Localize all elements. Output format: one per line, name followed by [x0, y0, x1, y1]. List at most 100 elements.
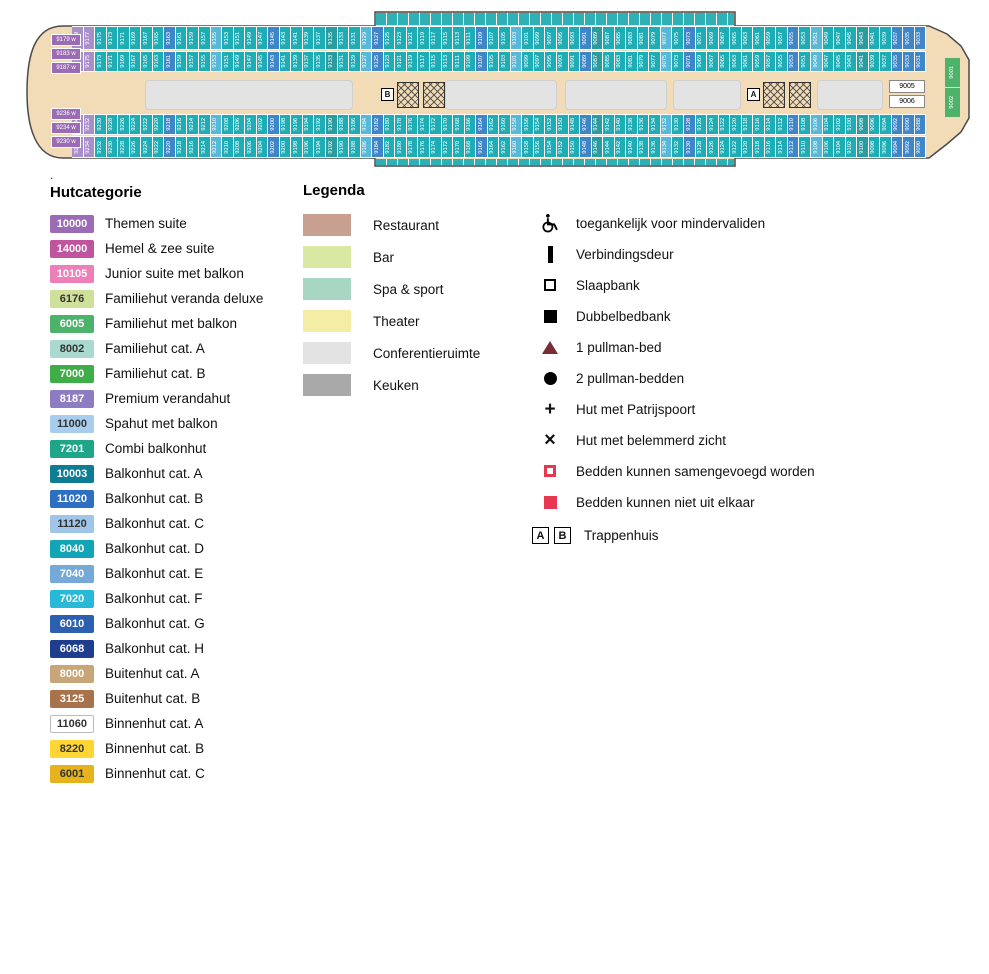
- cabin-9160[interactable]: 9160: [510, 136, 523, 158]
- cabin-9112[interactable]: 9112: [776, 114, 788, 135]
- cabin-9192[interactable]: 9192: [314, 114, 327, 135]
- cabin-9216[interactable]: 9216: [175, 114, 188, 135]
- category-code-badge[interactable]: 14000: [50, 239, 94, 258]
- cabin-9081[interactable]: 9081: [637, 26, 650, 50]
- cabin-9210[interactable]: 9210: [222, 136, 234, 158]
- cabin-9196[interactable]: 9196: [291, 114, 303, 135]
- cabin-9177[interactable]: 9177: [83, 26, 96, 50]
- cabin-9005[interactable]: 9005: [889, 80, 925, 93]
- cabin-9091[interactable]: 9091: [568, 51, 581, 72]
- cabin-9114[interactable]: 9114: [776, 136, 788, 158]
- cabin-9169[interactable]: 9169: [118, 51, 130, 72]
- cabin-9186[interactable]: 9186: [360, 136, 373, 158]
- cabin-9172[interactable]: 9172: [441, 136, 454, 158]
- suite-cabin-9183w[interactable]: 9183 w: [51, 48, 81, 60]
- cabin-9140[interactable]: 9140: [614, 114, 627, 135]
- cabin-9073[interactable]: 9073: [672, 51, 684, 72]
- cabin-9059[interactable]: 9059: [764, 26, 777, 50]
- cabin-9188[interactable]: 9188: [349, 136, 361, 158]
- cabin-9061[interactable]: 9061: [753, 26, 765, 50]
- cabin-9156[interactable]: 9156: [522, 114, 534, 135]
- cabin-9104[interactable]: 9104: [822, 114, 835, 135]
- cabin-9059[interactable]: 9059: [753, 51, 765, 72]
- cabin-9130[interactable]: 9130: [683, 136, 696, 158]
- cabin-9113[interactable]: 9113: [453, 26, 465, 50]
- category-code-badge[interactable]: 7020: [50, 589, 94, 608]
- cabin-9098[interactable]: 9098: [857, 114, 869, 135]
- cabin-9031[interactable]: 9031: [914, 51, 927, 72]
- cabin-9006[interactable]: 9006: [889, 95, 925, 108]
- cabin-9170[interactable]: 9170: [441, 114, 454, 135]
- cabin-9162[interactable]: 9162: [487, 114, 500, 135]
- cabin-9049[interactable]: 9049: [811, 51, 823, 72]
- cabin-9152[interactable]: 9152: [545, 114, 557, 135]
- cabin-9129[interactable]: 9129: [349, 51, 361, 72]
- cabin-9175[interactable]: 9175: [95, 26, 107, 50]
- cabin-9094[interactable]: 9094: [880, 114, 892, 135]
- category-code-badge[interactable]: 11000: [50, 414, 94, 433]
- cabin-9226[interactable]: 9226: [118, 114, 130, 135]
- cabin-9141[interactable]: 9141: [279, 51, 292, 72]
- cabin-9160[interactable]: 9160: [499, 114, 511, 135]
- cabin-9075[interactable]: 9075: [672, 26, 684, 50]
- cabin-9135[interactable]: 9135: [326, 26, 338, 50]
- cabin-9125[interactable]: 9125: [372, 51, 384, 72]
- cabin-9180[interactable]: 9180: [395, 136, 407, 158]
- cabin-9162[interactable]: 9162: [499, 136, 511, 158]
- category-code-badge[interactable]: 8000: [50, 664, 94, 683]
- cabin-9186[interactable]: 9186: [349, 114, 361, 135]
- cabin-9171[interactable]: 9171: [118, 26, 130, 50]
- cabin-9100[interactable]: 9100: [857, 136, 869, 158]
- cabin-9216[interactable]: 9216: [187, 136, 200, 158]
- cabin-9145[interactable]: 9145: [256, 51, 269, 72]
- cabin-9126[interactable]: 9126: [707, 136, 719, 158]
- cabin-9112[interactable]: 9112: [787, 136, 800, 158]
- cabin-9158[interactable]: 9158: [522, 136, 534, 158]
- cabin-9111[interactable]: 9111: [453, 51, 465, 72]
- cabin-9173[interactable]: 9173: [95, 51, 107, 72]
- cabin-9110[interactable]: 9110: [787, 114, 800, 135]
- cabin-9109[interactable]: 9109: [476, 26, 488, 50]
- cabin-9153[interactable]: 9153: [222, 26, 234, 50]
- cabin-9153[interactable]: 9153: [210, 51, 223, 72]
- cabin-9092[interactable]: 9092: [891, 114, 904, 135]
- category-code-badge[interactable]: 6001: [50, 764, 94, 783]
- cabin-9144[interactable]: 9144: [591, 114, 604, 135]
- cabin-9051[interactable]: 9051: [811, 26, 823, 50]
- cabin-9168[interactable]: 9168: [453, 114, 465, 135]
- cabin-9095[interactable]: 9095: [556, 26, 569, 50]
- cabin-9198[interactable]: 9198: [279, 114, 292, 135]
- category-code-badge[interactable]: 10105: [50, 264, 94, 283]
- cabin-9116[interactable]: 9116: [753, 114, 765, 135]
- cabin-9111[interactable]: 9111: [464, 26, 477, 50]
- cabin-9079[interactable]: 9079: [637, 51, 650, 72]
- cabin-9167[interactable]: 9167: [129, 51, 142, 72]
- cabin-9148[interactable]: 9148: [580, 136, 592, 158]
- cabin-9230[interactable]: 9230: [95, 114, 107, 135]
- cabin-9157[interactable]: 9157: [199, 26, 211, 50]
- category-code-badge[interactable]: 6010: [50, 614, 94, 633]
- cabin-9137[interactable]: 9137: [302, 51, 315, 72]
- cabin-9165[interactable]: 9165: [152, 26, 165, 50]
- cabin-9234[interactable]: 9234: [83, 136, 96, 158]
- cabin-9099[interactable]: 9099: [522, 51, 534, 72]
- cabin-9138[interactable]: 9138: [626, 114, 638, 135]
- cabin-9103[interactable]: 9103: [510, 26, 523, 50]
- cabin-9134[interactable]: 9134: [649, 114, 661, 135]
- cabin-9043[interactable]: 9043: [857, 26, 869, 50]
- cabin-9206[interactable]: 9206: [245, 136, 257, 158]
- cabin-9102[interactable]: 9102: [834, 114, 846, 135]
- cabin-9105[interactable]: 9105: [487, 51, 500, 72]
- cabin-9094[interactable]: 9094: [891, 136, 904, 158]
- cabin-9128[interactable]: 9128: [683, 114, 696, 135]
- cabin-9156[interactable]: 9156: [533, 136, 546, 158]
- cabin-9110[interactable]: 9110: [799, 136, 811, 158]
- cabin-9142[interactable]: 9142: [603, 114, 615, 135]
- cabin-9222[interactable]: 9222: [152, 136, 165, 158]
- cabin-9226[interactable]: 9226: [129, 136, 142, 158]
- cabin-9103[interactable]: 9103: [499, 51, 511, 72]
- cabin-9146[interactable]: 9146: [591, 136, 604, 158]
- cabin-9169[interactable]: 9169: [129, 26, 142, 50]
- cabin-9131[interactable]: 9131: [349, 26, 361, 50]
- cabin-9090[interactable]: 9090: [914, 136, 927, 158]
